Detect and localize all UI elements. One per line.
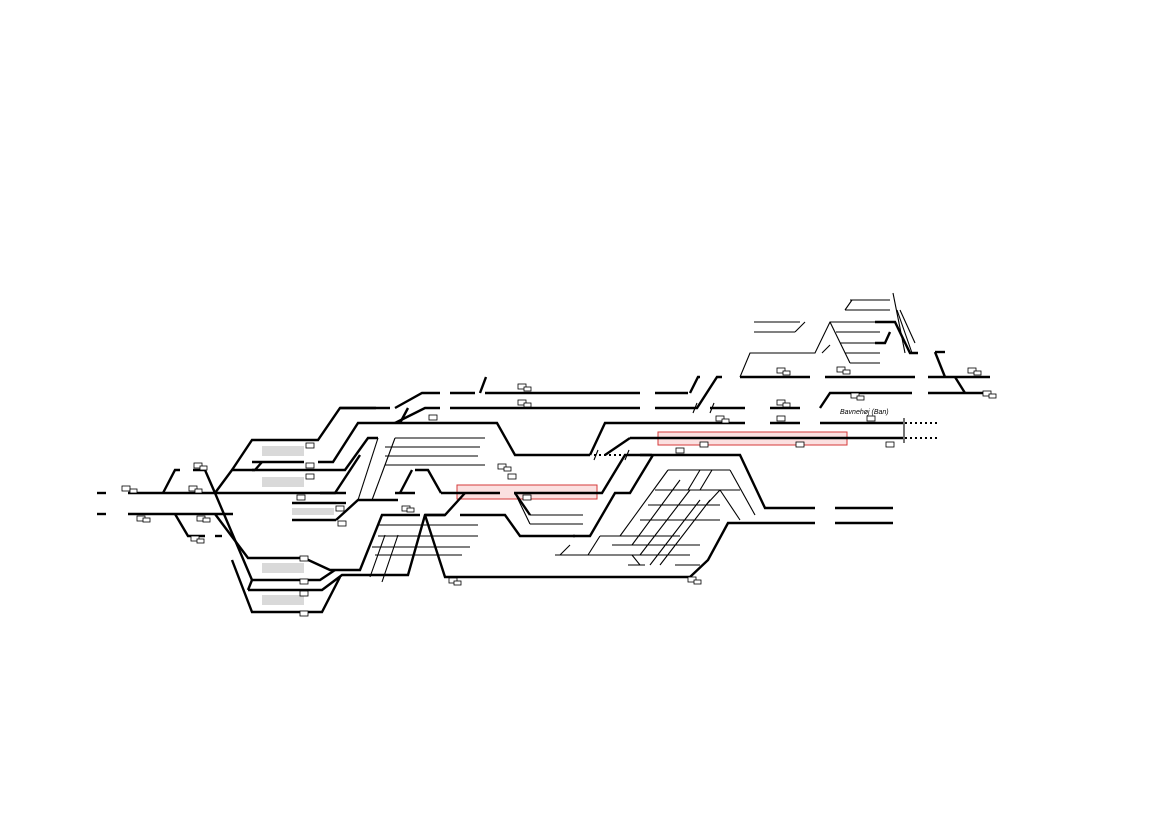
signal[interactable]: [335, 505, 345, 512]
station-label: Bavnehøj (Ban): [840, 409, 889, 416]
signal[interactable]: [522, 494, 532, 501]
platform-1: [262, 446, 304, 456]
signal[interactable]: [299, 610, 309, 617]
signal[interactable]: [795, 441, 805, 448]
signal[interactable]: [497, 463, 512, 472]
signal[interactable]: [982, 390, 997, 399]
signal[interactable]: [296, 494, 306, 501]
signal[interactable]: [299, 590, 309, 597]
signal[interactable]: [776, 415, 786, 422]
signal[interactable]: [196, 515, 211, 523]
signal[interactable]: [299, 555, 309, 562]
signal[interactable]: [967, 367, 982, 376]
signal[interactable]: [715, 415, 730, 424]
signal[interactable]: [687, 576, 702, 585]
northeast-tracks: [593, 350, 990, 461]
platform-5: [262, 595, 304, 605]
signal[interactable]: [305, 442, 315, 449]
platform-2: [262, 477, 304, 487]
signal[interactable]: [401, 505, 415, 513]
signal[interactable]: [305, 473, 315, 480]
east-yard-tracks: [619, 453, 893, 578]
signal[interactable]: [866, 415, 876, 422]
central-sidings: [357, 437, 700, 583]
signal[interactable]: [699, 441, 709, 448]
signal[interactable]: [675, 447, 685, 454]
signal[interactable]: [299, 578, 309, 585]
signal[interactable]: [517, 383, 532, 392]
signals: [121, 366, 997, 617]
platforms: [262, 446, 334, 605]
signal[interactable]: [507, 473, 517, 480]
west-station-tracks: [213, 438, 336, 614]
signal[interactable]: [193, 462, 208, 471]
signal[interactable]: [136, 515, 151, 523]
signal[interactable]: [121, 485, 138, 494]
signal[interactable]: [885, 441, 895, 448]
signal[interactable]: [517, 399, 532, 408]
central-tracks: [303, 376, 690, 614]
northeast-yard-tracks: [739, 292, 918, 378]
platform-3: [292, 508, 334, 515]
signal[interactable]: [188, 485, 203, 494]
platform-4: [262, 563, 304, 573]
west-approach-tracks: [97, 468, 222, 538]
signal[interactable]: [428, 414, 438, 421]
signal[interactable]: [337, 520, 347, 527]
signal[interactable]: [776, 399, 791, 408]
signal[interactable]: [836, 366, 851, 375]
signal[interactable]: [448, 577, 462, 586]
signal[interactable]: [190, 535, 205, 544]
signal[interactable]: [305, 462, 315, 469]
signal[interactable]: [776, 367, 791, 376]
signal[interactable]: [850, 392, 865, 401]
